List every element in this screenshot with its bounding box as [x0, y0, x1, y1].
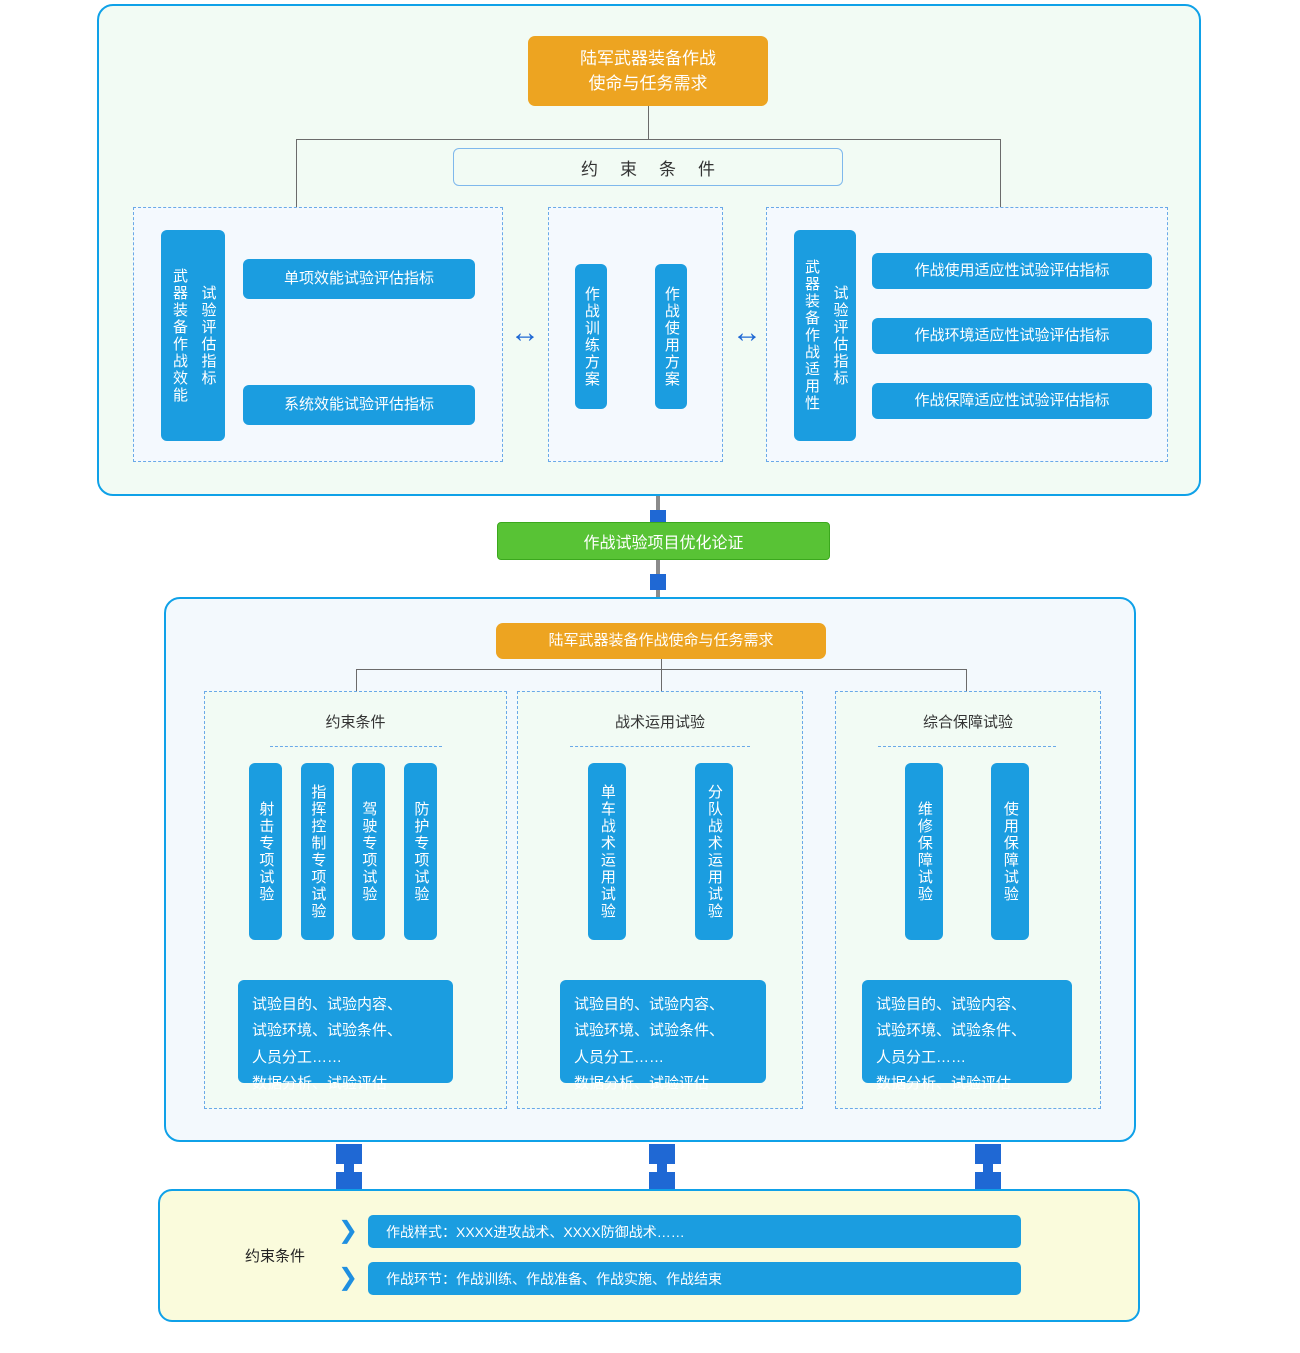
- ibeam3-mid: [983, 1162, 993, 1174]
- ibeam2-mid: [657, 1162, 667, 1174]
- metric-system-effectiveness[interactable]: 系统效能试验评估指标: [243, 385, 475, 425]
- constraints-label: 约束条件: [244, 1247, 305, 1265]
- ibeam3-top: [975, 1144, 1001, 1164]
- double-arrow-left-icon: ↔: [510, 316, 540, 349]
- metric-single-effectiveness[interactable]: 单项效能试验评估指标: [243, 259, 475, 299]
- ibeam2-top: [649, 1144, 675, 1164]
- chevron-right-icon-2: ❯: [337, 1264, 359, 1291]
- panel-constraints-title: 约束条件: [325, 714, 386, 731]
- connector2-drop-left: [356, 669, 357, 691]
- chevron-right-icon-1: ❯: [337, 1217, 359, 1244]
- connector2-drop-right: [966, 669, 967, 691]
- test-maintenance-support[interactable]: 维修保障试验: [905, 763, 943, 940]
- connector-horizontal-bus: [296, 139, 1001, 140]
- connector-square-bottom: [650, 574, 666, 590]
- section-constraint-conditions: [158, 1189, 1140, 1322]
- connector-drop-left: [296, 139, 297, 209]
- section1-header-box: 陆军武器装备作战 使命与任务需求: [528, 36, 768, 106]
- test-single-vehicle-tactics[interactable]: 单车战术运用试验: [588, 763, 626, 940]
- ibeam3-bottom: [975, 1172, 1001, 1192]
- metric-environment-adaptability[interactable]: 作战环境适应性试验评估指标: [872, 318, 1152, 354]
- metric-support-adaptability[interactable]: 作战保障适应性试验评估指标: [872, 383, 1152, 419]
- description-constraints: 试验目的、试验内容、 试验环境、试验条件、 人员分工…… 数据分析、试验评估: [238, 980, 453, 1092]
- connector-drop-right: [1000, 139, 1001, 209]
- constraint-row-combat-style[interactable]: 作战样式：XXXX进攻战术、XXXX防御战术……: [368, 1215, 1021, 1248]
- label-combat-effectiveness-vertical: 试验评估指标 武器装备作战效能: [161, 230, 225, 441]
- test-command-control[interactable]: 指挥控制专项试验: [301, 763, 334, 940]
- constraint-row-combat-phase[interactable]: 作战环节：作战训练、作战准备、作战实施、作战结束: [368, 1262, 1021, 1295]
- metric-use-adaptability[interactable]: 作战使用适应性试验评估指标: [872, 253, 1152, 289]
- double-arrow-right-icon: ↔: [732, 316, 762, 349]
- panel-support-divider: [878, 746, 1056, 747]
- panel-tactical-divider: [570, 746, 750, 747]
- green-optimization-box: 作战试验项目优化论证: [497, 522, 830, 560]
- test-unit-tactics[interactable]: 分队战术运用试验: [695, 763, 733, 940]
- description-tactical: 试验目的、试验内容、 试验环境、试验条件、 人员分工…… 数据分析、试验评估: [560, 980, 766, 1092]
- ibeam1-mid: [344, 1162, 354, 1174]
- section2-header-box: 陆军武器装备作战使命与任务需求: [496, 623, 826, 659]
- connector2-horizontal-bus: [356, 669, 966, 670]
- ibeam1-bottom: [336, 1172, 362, 1192]
- test-usage-support[interactable]: 使用保障试验: [991, 763, 1029, 940]
- description-support: 试验目的、试验内容、 试验环境、试验条件、 人员分工…… 数据分析、试验评估: [862, 980, 1072, 1092]
- plan-training[interactable]: 作战训练方案: [575, 264, 607, 409]
- connector-vertical-header: [648, 106, 649, 139]
- ibeam2-bottom: [649, 1172, 675, 1192]
- label-combat-suitability-vertical: 试验评估指标 武器装备作战适用性: [794, 230, 856, 441]
- panel-constraints-divider: [270, 746, 442, 747]
- ibeam1-top: [336, 1144, 362, 1164]
- panel-tactical-title: 战术运用试验: [614, 714, 705, 731]
- test-driving[interactable]: 驾驶专项试验: [352, 763, 385, 940]
- constraint-strip: 约束条件: [453, 148, 843, 186]
- test-protection[interactable]: 防护专项试验: [404, 763, 437, 940]
- connector2-vertical-header: [661, 659, 662, 691]
- test-shooting[interactable]: 射击专项试验: [249, 763, 282, 940]
- plan-operational-use[interactable]: 作战使用方案: [655, 264, 687, 409]
- panel-support-title: 综合保障试验: [922, 714, 1013, 731]
